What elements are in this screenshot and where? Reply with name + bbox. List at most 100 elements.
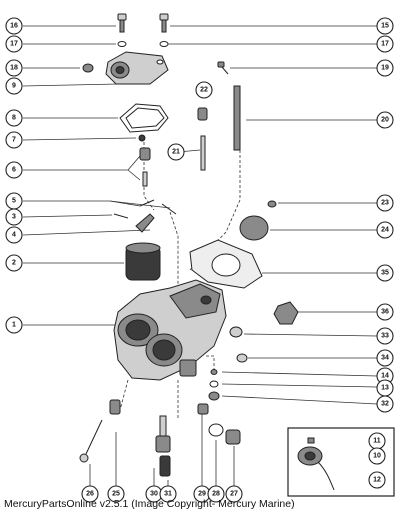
svg-text:27: 27: [230, 491, 238, 498]
part-screw-23: [267, 200, 277, 208]
callout-35: 35: [376, 264, 394, 282]
part-plate-24: [239, 215, 269, 241]
part-screw-16: [117, 13, 127, 33]
svg-text:4: 4: [12, 232, 16, 239]
part-gasket-8: [119, 103, 169, 133]
svg-text:26: 26: [86, 491, 94, 498]
part-cover-9: [105, 51, 169, 85]
part-washer-14: [210, 369, 218, 375]
callout-7: 7: [5, 131, 23, 149]
part-plug-27: [225, 429, 241, 445]
callout-11: 11: [368, 432, 386, 450]
part-ring-13: [209, 380, 219, 388]
svg-text:21: 21: [172, 149, 180, 156]
svg-text:1: 1: [12, 322, 16, 329]
part-stem-30: [155, 415, 171, 453]
callout-32: 32: [376, 395, 394, 413]
part-pin-5: [139, 199, 155, 207]
part-spring-31: [159, 455, 171, 477]
callout-6: 6: [5, 161, 23, 179]
part-hinge-pin-3: [113, 213, 129, 219]
callout-12: 12: [368, 471, 386, 489]
svg-text:7: 7: [12, 137, 16, 144]
callout-9: 9: [5, 77, 23, 95]
part-ball-7: [138, 134, 146, 142]
leader-lines: [22, 25, 378, 494]
callout-19: 19: [376, 59, 394, 77]
callout-22: 22: [195, 81, 213, 99]
callout-17-right: 17: [376, 35, 394, 53]
callout-36: 36: [376, 303, 394, 321]
callout-15: 15: [376, 17, 394, 35]
callout-23: 23: [376, 194, 394, 212]
callout-20: 20: [376, 111, 394, 129]
svg-text:25: 25: [112, 491, 120, 498]
callout-5: 5: [5, 192, 23, 210]
callout-1: 1: [5, 316, 23, 334]
svg-text:35: 35: [381, 270, 389, 277]
svg-text:8: 8: [12, 115, 16, 122]
callout-26: 26: [81, 485, 99, 503]
svg-text:2: 2: [12, 260, 16, 267]
part-float-2: [125, 242, 161, 281]
part-carburetor-body-1: [113, 279, 227, 381]
part-nut-36: [273, 301, 299, 325]
svg-text:22: 22: [200, 87, 208, 94]
callout-28: 28: [207, 485, 225, 503]
part-washer-17a: [117, 41, 127, 47]
callout-18: 18: [5, 59, 23, 77]
svg-text:34: 34: [381, 355, 389, 362]
part-screw-15: [159, 13, 169, 33]
svg-text:6: 6: [12, 167, 16, 174]
svg-text:18: 18: [10, 65, 18, 72]
svg-text:3: 3: [12, 214, 16, 221]
part-screw-29: [197, 403, 209, 415]
svg-text:5: 5: [12, 198, 16, 205]
callout-labels: 16 17 18 9 8 7 6 5 3 4 2 1 15 17 19 20 2…: [5, 17, 394, 503]
part-needle-26: [79, 419, 103, 463]
callout-16: 16: [5, 17, 23, 35]
part-needle-seat-6: [139, 147, 151, 187]
svg-text:10: 10: [373, 453, 381, 460]
callout-25: 25: [107, 485, 125, 503]
svg-text:13: 13: [381, 385, 389, 392]
svg-text:29: 29: [198, 491, 206, 498]
part-screw-21: [200, 135, 206, 171]
callout-27: 27: [225, 485, 243, 503]
svg-text:33: 33: [381, 333, 389, 340]
part-cap-22: [197, 107, 208, 121]
svg-text:30: 30: [150, 491, 158, 498]
svg-text:24: 24: [381, 227, 389, 234]
svg-text:16: 16: [10, 23, 18, 30]
part-plug-18: [82, 63, 94, 73]
svg-text:9: 9: [12, 83, 16, 90]
svg-text:15: 15: [381, 23, 389, 30]
part-jet-25: [109, 399, 121, 415]
callout-34: 34: [376, 349, 394, 367]
part-float-arm-4: [135, 213, 155, 233]
svg-text:14: 14: [381, 373, 389, 380]
svg-text:12: 12: [373, 477, 381, 484]
callout-21: 21: [167, 143, 185, 161]
callout-2: 2: [5, 254, 23, 272]
callout-33: 33: [376, 327, 394, 345]
svg-text:31: 31: [164, 491, 172, 498]
svg-text:23: 23: [381, 200, 389, 207]
callout-10: 10: [368, 447, 386, 465]
svg-text:28: 28: [212, 491, 220, 498]
callout-8: 8: [5, 109, 23, 127]
callout-24: 24: [376, 221, 394, 239]
svg-text:20: 20: [381, 117, 389, 124]
part-shaft-20: [233, 85, 241, 151]
part-plug-32: [208, 391, 220, 401]
callout-31: 31: [159, 485, 177, 503]
callout-4: 4: [5, 226, 23, 244]
copyright-caption: MercuryPartsOnline v2.5.1 (Image Copyrig…: [4, 498, 295, 510]
svg-text:17: 17: [381, 41, 389, 48]
part-ring-28: [208, 423, 224, 437]
callout-17-left: 17: [5, 35, 23, 53]
svg-text:32: 32: [381, 401, 389, 408]
part-plug-33: [229, 326, 243, 338]
svg-text:17: 17: [10, 41, 18, 48]
